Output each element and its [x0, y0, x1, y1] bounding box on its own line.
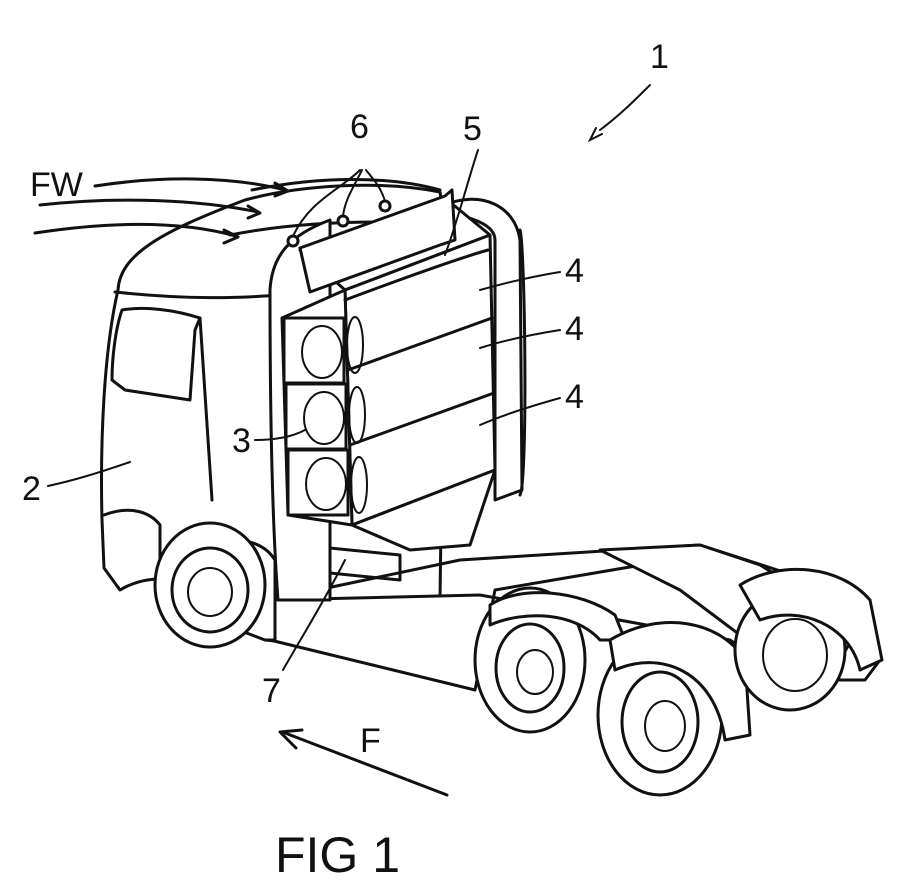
- label-tank-bottom: 4: [565, 378, 584, 416]
- label-base: 7: [262, 672, 281, 710]
- figure-caption: FIG 1: [275, 827, 400, 883]
- label-cab: 2: [22, 470, 41, 508]
- label-frame: 3: [232, 422, 251, 460]
- label-tank-top: 4: [565, 252, 584, 290]
- label-tank-middle: 4: [565, 310, 584, 348]
- label-connector: 6: [350, 108, 369, 146]
- label-direction: F: [360, 722, 381, 760]
- label-cover: 5: [463, 110, 482, 148]
- label-vehicle: 1: [650, 38, 669, 76]
- label-wind: FW: [30, 166, 83, 204]
